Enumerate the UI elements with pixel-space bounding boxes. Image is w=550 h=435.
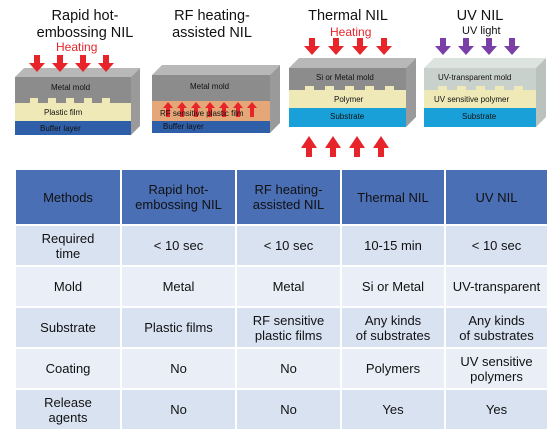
panel-title-rapid-hot-embossing: Rapid hot- embossing NIL (36, 8, 134, 41)
panel-title-uv-nil: UV NIL (456, 8, 504, 24)
table-cell: 10-15 min (340, 224, 446, 267)
table-cell: Metal (235, 265, 342, 308)
plastic-film-label: Plastic film (44, 108, 83, 117)
row-head-required-time: Required time (14, 224, 122, 267)
table-cell: No (120, 388, 237, 431)
heating-arrows-top (304, 38, 392, 55)
buffer-layer-label: Buffer layer (40, 124, 81, 133)
header-rf-heating: RF heating- assisted NIL (235, 168, 342, 226)
header-thermal-nil: Thermal NIL (340, 168, 446, 226)
polymer-layer (289, 90, 406, 108)
table-cell: < 10 sec (235, 224, 342, 267)
table-row: Release agents No No Yes Yes (14, 388, 549, 431)
table-cell: UV sensitive polymers (444, 347, 549, 390)
substrate-layer (289, 108, 406, 127)
header-methods: Methods (14, 168, 122, 226)
metal-mold-label: Metal mold (190, 82, 230, 91)
uv-sensitive-polymer-label: UV sensitive polymer (434, 95, 510, 104)
table-row: Required time < 10 sec < 10 sec 10-15 mi… (14, 224, 549, 267)
si-metal-mold-label: Si or Metal mold (316, 73, 374, 82)
heating-arrows-bottom (301, 136, 389, 157)
table-cell: Polymers (340, 347, 446, 390)
uv-transparent-mold-layer (424, 68, 536, 90)
table-cell: RF sensitive plastic films (235, 306, 342, 349)
panel-title-thermal-nil: Thermal NIL (308, 8, 388, 24)
table-cell: No (120, 347, 237, 390)
table-cell: Yes (444, 388, 549, 431)
substrate-label: Substrate (462, 112, 497, 121)
panel-uv-nil (424, 38, 546, 127)
substrate-layer (424, 108, 536, 127)
panel-rf-heating (152, 65, 280, 133)
si-metal-mold-layer (289, 68, 406, 90)
table-cell: UV-transparent (444, 265, 549, 308)
table-cell: < 10 sec (444, 224, 549, 267)
table-cell: No (235, 347, 342, 390)
table-cell: < 10 sec (120, 224, 237, 267)
table-cell: Yes (340, 388, 446, 431)
table-row: Mold Metal Metal Si or Metal UV-transpar… (14, 265, 549, 308)
table-cell: Plastic films (120, 306, 237, 349)
heating-label: Heating (56, 40, 98, 54)
uv-sensitive-polymer-layer (424, 90, 536, 108)
substrate-label: Substrate (330, 112, 365, 121)
header-rapid-hot-embossing: Rapid hot- embossing NIL (120, 168, 237, 226)
metal-mold-layer (152, 75, 270, 101)
row-head-release-agents: Release agents (14, 388, 122, 431)
table-cell: Any kinds of substrates (444, 306, 549, 349)
row-head-substrate: Substrate (14, 306, 122, 349)
panel-title-rf-heating: RF heating- assisted NIL (172, 8, 252, 41)
row-head-coating: Coating (14, 347, 122, 390)
buffer-layer-label: Buffer layer (163, 122, 204, 131)
table-row: Coating No No Polymers UV sensitive poly… (14, 347, 549, 390)
buffer-layer (15, 121, 131, 135)
heating-label: Heating (330, 25, 372, 39)
row-head-mold: Mold (14, 265, 122, 308)
table-cell: Any kinds of substrates (340, 306, 446, 349)
polymer-label: Polymer (334, 95, 364, 104)
table-header-row: Methods Rapid hot- embossing NIL RF heat… (14, 168, 549, 226)
process-diagrams (15, 38, 546, 157)
rf-sensitive-plastic-film-label: RF sensitive plastic film (160, 109, 244, 118)
comparison-table: Methods Rapid hot- embossing NIL RF heat… (14, 168, 549, 431)
header-uv-nil: UV NIL (444, 168, 549, 226)
panel-rapid-hot-embossing (15, 55, 140, 135)
panel-thermal-nil (289, 38, 416, 157)
uv-light-label: UV light (462, 25, 501, 37)
uv-light-arrows (435, 38, 520, 55)
plastic-film-layer (15, 103, 131, 121)
uv-transparent-mold-label: UV-transparent mold (438, 73, 512, 82)
rf-heating-arrows (163, 102, 257, 117)
table-row: Substrate Plastic films RF sensitive pla… (14, 306, 549, 349)
table-cell: No (235, 388, 342, 431)
table-cell: Si or Metal (340, 265, 446, 308)
table-cell: Metal (120, 265, 237, 308)
metal-mold-label: Metal mold (51, 83, 91, 92)
buffer-layer (152, 121, 270, 133)
